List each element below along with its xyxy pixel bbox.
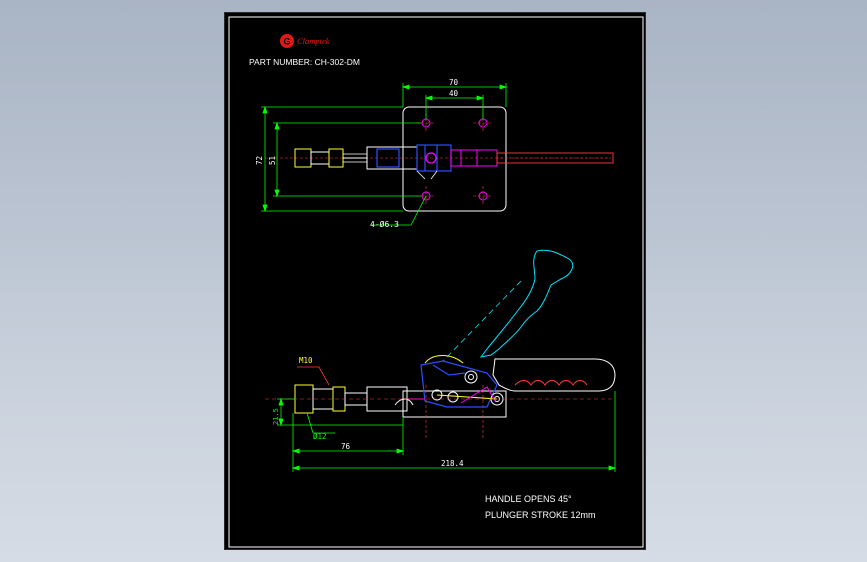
dim-height-outer (261, 105, 403, 213)
hole-callout-label: 4-Ø6.3 (370, 219, 399, 229)
part-number-label: PART NUMBER: CH-302-DM (249, 57, 360, 67)
dim-height-inner (273, 121, 421, 198)
clamptek-logo: G Clamptek (280, 34, 330, 48)
thread-leader (297, 366, 330, 386)
side-link-magenta (460, 386, 496, 404)
logo-mark-icon (280, 34, 294, 48)
dim-width-outer-label: 70 (449, 78, 459, 87)
dim-base-height (277, 397, 403, 427)
side-pivots (431, 370, 504, 406)
logo-brand-text: Clamptek (297, 36, 330, 46)
side-view: M10 21.5 Ø12 76 218. (265, 249, 617, 472)
dim-to-base (291, 413, 405, 455)
dim-base-height-label: 21.5 (272, 408, 280, 425)
dim-height-outer-label: 72 (255, 156, 264, 165)
dim-width-inner (424, 95, 485, 119)
dim-overall-label: 218.4 (441, 459, 464, 468)
logo-mark: G (284, 37, 291, 47)
handle-grip-ridges (514, 380, 588, 386)
dim-width-inner-label: 40 (449, 89, 459, 98)
cad-drawing-canvas: G Clamptek PART NUMBER: CH-302-DM (228, 16, 644, 548)
dim-width-outer (401, 83, 508, 107)
note-plunger-stroke: PLUNGER STROKE 12mm (485, 510, 596, 520)
note-handle-opens: HANDLE OPENS 45° (485, 494, 572, 504)
side-link-arms (424, 355, 498, 400)
hole-callout-leader (371, 195, 427, 226)
side-linkage (420, 360, 498, 408)
thread-label: M10 (299, 356, 313, 365)
handle-closed-position (492, 358, 616, 392)
plunger-dia-label: Ø12 (313, 432, 327, 441)
base-plate-outline (402, 106, 507, 212)
top-view: 70 40 72 51 (255, 78, 614, 229)
plunger-sleeve (376, 148, 400, 168)
dim-overall (291, 391, 617, 472)
dim-height-inner-label: 51 (268, 156, 277, 165)
handle-open-centerline (442, 280, 522, 362)
cad-drawing-sheet: G Clamptek PART NUMBER: CH-302-DM (224, 12, 646, 550)
handle-open-position (479, 249, 574, 358)
plunger-dia-leader (306, 412, 335, 434)
sheet-border (228, 16, 644, 548)
side-base (402, 390, 507, 418)
dim-to-base-label: 76 (341, 442, 351, 451)
